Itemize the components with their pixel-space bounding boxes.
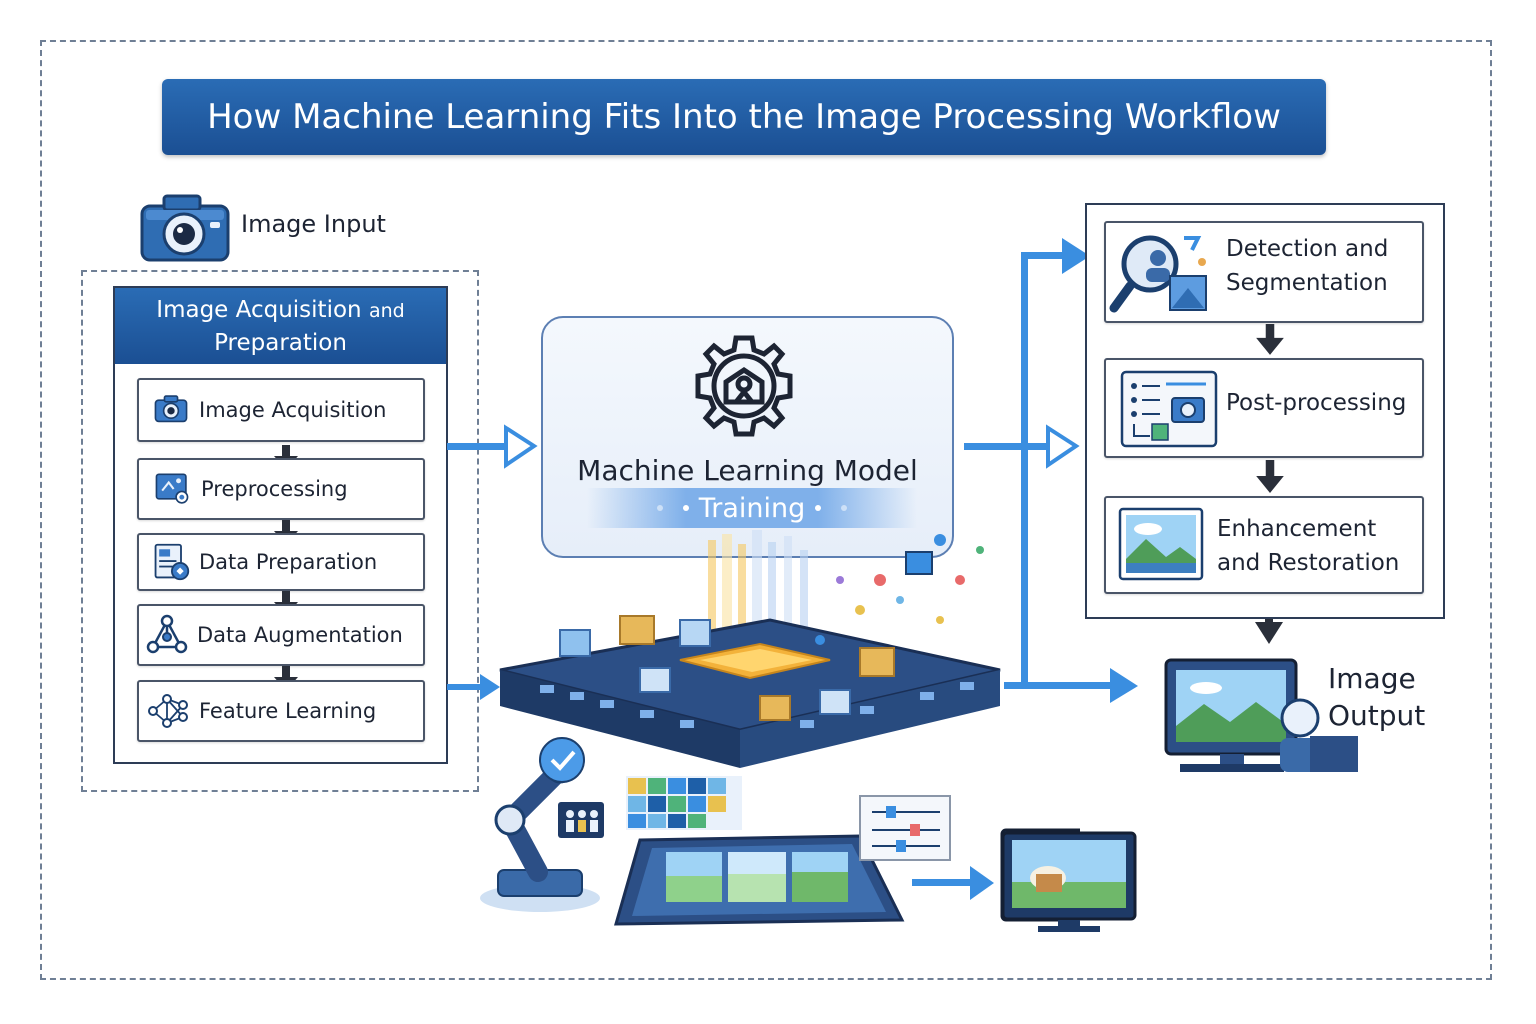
step-data-preparation[interactable]: Data Preparation	[137, 533, 425, 591]
monitor-output-small-icon	[1001, 831, 1137, 932]
image-input-label: Image Input	[241, 210, 386, 238]
header-main-text: Image Acquisition	[156, 296, 362, 323]
image-output-label: Image Output	[1328, 660, 1425, 734]
detection-line2: Segmentation	[1226, 270, 1388, 296]
gear-brain-icon	[695, 335, 793, 437]
ml-model-title: Machine Learning Model	[577, 454, 918, 487]
arrow-model-to-results	[964, 238, 1138, 703]
data-particles	[815, 534, 984, 645]
detection-label: Detection and Segmentation	[1226, 232, 1388, 300]
camera-icon	[140, 194, 230, 262]
document-icon	[154, 543, 190, 581]
camera-icon	[154, 395, 188, 423]
header-line1: Image Acquisition and	[156, 294, 404, 327]
step-preprocessing[interactable]: Preprocessing	[137, 458, 425, 520]
training-label: Training	[698, 492, 806, 524]
arrow-to-model	[447, 424, 538, 469]
acquisition-dashed-group	[81, 270, 479, 792]
data-grid-icon	[626, 776, 742, 830]
step-label: Feature Learning	[199, 699, 377, 723]
step-data-augmentation[interactable]: Data Augmentation	[137, 604, 425, 666]
training-banner: Training	[587, 488, 917, 528]
outer-dashed-frame	[40, 40, 1492, 980]
ml-hardware-illustration	[480, 530, 1080, 926]
sliders-panel-icon	[859, 795, 951, 861]
landscape-photo-icon	[1118, 507, 1204, 581]
header-small-text: and	[368, 299, 405, 322]
settings-list-icon	[1120, 370, 1218, 448]
light-beam	[708, 530, 808, 654]
enhancement-line2: and Restoration	[1217, 550, 1400, 576]
enhancement-label: Enhancement and Restoration	[1217, 512, 1399, 580]
step-image-acquisition[interactable]: Image Acquisition	[137, 378, 425, 442]
network-nodes-icon	[146, 614, 188, 654]
step-label: Data Augmentation	[197, 623, 403, 647]
step-label: Data Preparation	[199, 550, 378, 574]
circuit-board	[499, 615, 1001, 768]
detection-line1: Detection and	[1226, 236, 1389, 262]
neural-net-icon	[148, 694, 188, 728]
post-processing-label: Post-processing	[1226, 390, 1407, 416]
arrow-down-icon	[1256, 324, 1284, 355]
image-filter-icon	[155, 473, 189, 504]
step-label: Preprocessing	[201, 477, 348, 501]
step-feature-learning[interactable]: Feature Learning	[137, 680, 425, 742]
step-label: Image Acquisition	[199, 398, 387, 422]
enhancement-line1: Enhancement	[1217, 516, 1377, 542]
acquisition-panel-header: Image Acquisition and Preparation	[115, 288, 446, 364]
tablet-gallery-icon	[614, 834, 905, 926]
output-line2: Output	[1328, 699, 1426, 732]
arrow-tablet-to-monitor	[912, 866, 994, 900]
output-line1: Image	[1328, 662, 1416, 695]
people-panel-icon	[558, 802, 604, 838]
ml-model-box[interactable]: Machine Learning Model Training	[541, 316, 954, 558]
title-text: How Machine Learning Fits Into the Image…	[207, 97, 1281, 137]
arrow-down-icon	[1256, 460, 1284, 493]
magnifier-icon	[1109, 235, 1207, 313]
header-line2: Preparation	[214, 329, 347, 356]
page-title: How Machine Learning Fits Into the Image…	[162, 79, 1326, 155]
monitor-icon	[1164, 658, 1358, 772]
arrow-feature-to-board	[447, 674, 500, 700]
robot-arm-icon	[480, 737, 600, 912]
